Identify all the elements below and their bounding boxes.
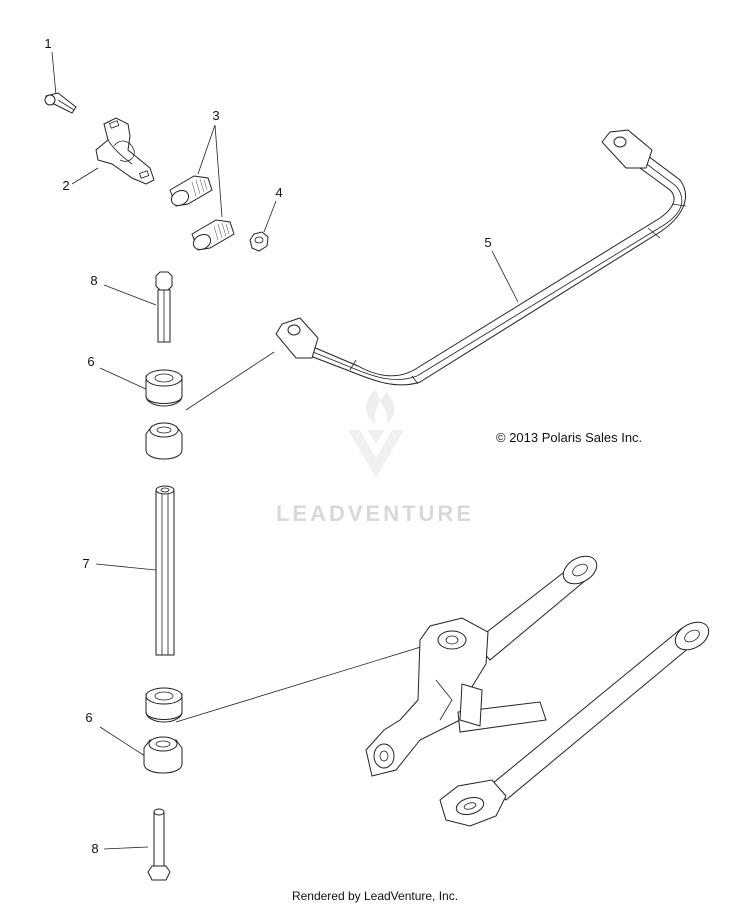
part-4-nut[interactable] bbox=[249, 200, 277, 252]
part-1-bolt[interactable] bbox=[44, 51, 77, 114]
callout-8-top: 8 bbox=[90, 273, 97, 288]
leader-1 bbox=[51, 51, 57, 96]
callout-4: 4 bbox=[275, 185, 282, 200]
callout-labels: 1 2 3 4 5 8 6 7 6 8 bbox=[44, 36, 491, 856]
leader-5 bbox=[491, 250, 519, 303]
leader-6-top bbox=[99, 367, 149, 391]
leadventure-watermark: LEADVENTURE bbox=[276, 390, 474, 526]
leader-8-top bbox=[103, 284, 157, 306]
leader-3b bbox=[214, 124, 223, 218]
callout-3: 3 bbox=[212, 108, 219, 123]
part-6-bushings-bottom[interactable] bbox=[99, 645, 425, 774]
callout-6-bottom: 6 bbox=[85, 710, 92, 725]
callout-5: 5 bbox=[484, 235, 491, 250]
trailing-arm-assembly bbox=[365, 555, 710, 827]
watermark-text: LEADVENTURE bbox=[276, 501, 474, 526]
leader-bar-to-bushing bbox=[185, 351, 275, 411]
leader-6-bottom bbox=[99, 726, 149, 759]
part-2-clamp[interactable] bbox=[71, 117, 155, 185]
part-5-stabilizer-bar[interactable] bbox=[275, 129, 687, 386]
leader-4 bbox=[263, 200, 277, 233]
leader-8-bottom bbox=[103, 846, 149, 850]
part-8-bolt-top[interactable] bbox=[103, 271, 173, 343]
part-6-bushings-top[interactable] bbox=[99, 367, 183, 460]
copyright-text: © 2013 Polaris Sales Inc. bbox=[496, 430, 642, 445]
callout-7: 7 bbox=[82, 556, 89, 571]
leader-3a bbox=[197, 124, 216, 175]
bushing-6b bbox=[145, 422, 183, 460]
part-8-bolt-bottom[interactable] bbox=[103, 808, 171, 881]
callout-1: 1 bbox=[44, 36, 51, 51]
part-3-bushings[interactable] bbox=[169, 124, 235, 253]
leader-7 bbox=[95, 563, 157, 571]
callout-6-top: 6 bbox=[87, 354, 94, 369]
callout-8-bottom: 8 bbox=[91, 841, 98, 856]
flame-logo-icon bbox=[348, 390, 404, 478]
footer-text: Rendered by LeadVenture, Inc. bbox=[292, 889, 458, 903]
leader-2 bbox=[71, 167, 99, 185]
bushing-upper bbox=[169, 175, 213, 207]
bushing-6d bbox=[143, 736, 183, 774]
part-7-link-rod[interactable] bbox=[95, 485, 175, 656]
leader-bushing-to-arm bbox=[175, 645, 425, 723]
bushing-lower bbox=[191, 219, 235, 251]
callout-2: 2 bbox=[62, 178, 69, 193]
bushing-6a bbox=[145, 369, 183, 407]
bushing-6c bbox=[145, 687, 183, 723]
